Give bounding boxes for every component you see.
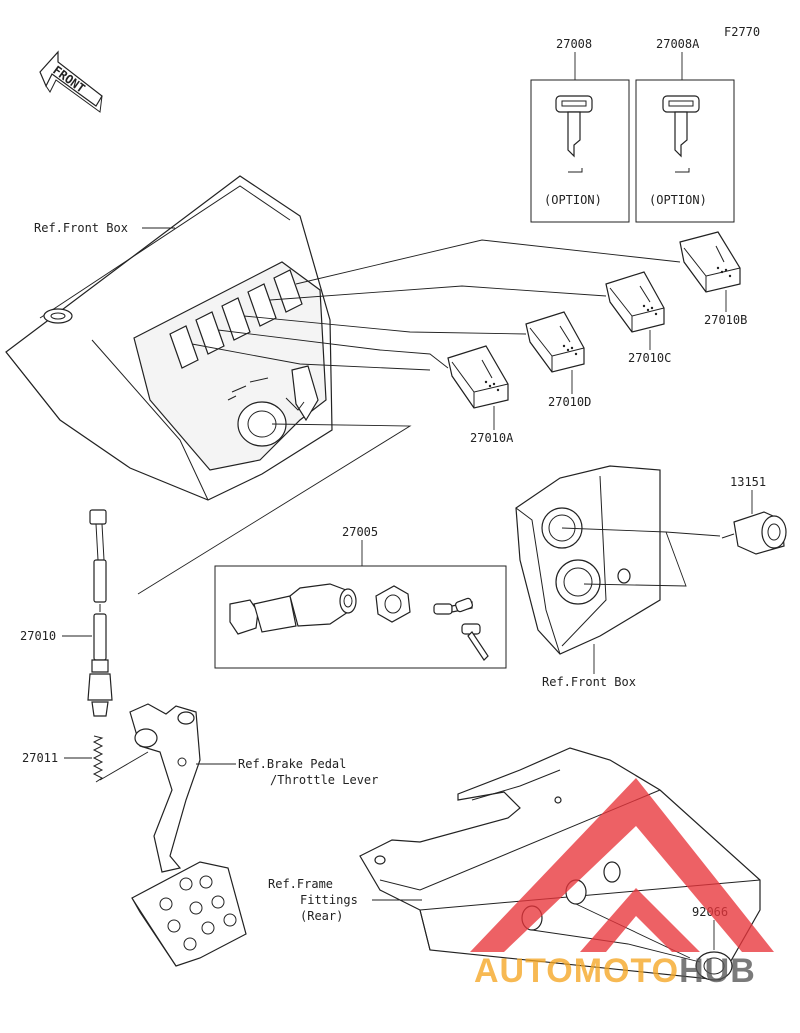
front-box-panel <box>5 175 333 501</box>
ref-frame-line1: Ref.Frame <box>268 877 333 891</box>
option-label-27008: (OPTION) <box>544 193 602 207</box>
watermark-hub: HUB <box>679 952 756 990</box>
part-label-27010D: 27010D <box>548 395 591 409</box>
ref-frame-line3: (Rear) <box>300 909 343 923</box>
rocker-switch-27010B <box>679 231 741 293</box>
rocker-switch-27010C <box>605 271 665 333</box>
option-label-27008A: (OPTION) <box>649 193 707 207</box>
automotohub-watermark: AUTOMOTOHUB <box>470 778 774 990</box>
part-label-27010B: 27010B <box>704 313 747 327</box>
part-label-27008: 27008 <box>556 37 592 51</box>
key-option-27008A: 27008A (OPTION) <box>635 37 735 223</box>
part-label-13151: 13151 <box>730 475 766 489</box>
key-option-27008: 27008 (OPTION) <box>530 37 630 223</box>
part-label-27011: 27011 <box>22 751 58 765</box>
spring-27011 <box>92 735 104 783</box>
rocker-switch-27010D <box>525 311 585 373</box>
power-socket-13151 <box>721 511 787 555</box>
brake-pedal <box>129 703 247 967</box>
part-label-27010A: 27010A <box>470 431 514 445</box>
ignition-switch-kit <box>214 565 507 669</box>
ref-front-box-top: Ref.Front Box <box>34 221 128 235</box>
plug-92066 <box>695 951 733 981</box>
svg-text:AUTOMOTOHUB: AUTOMOTOHUB <box>474 952 756 990</box>
part-label-27010C: 27010C <box>628 351 671 365</box>
ref-frame-line2: Fittings <box>300 893 358 907</box>
watermark-auto: AUTO <box>474 952 574 990</box>
front-arrow-icon: FRONT <box>39 50 103 113</box>
rocker-switch-27010A <box>447 345 509 409</box>
part-label-27008A: 27008A <box>656 37 700 51</box>
part-label-27010: 27010 <box>20 629 56 643</box>
brake-switch-27010 <box>87 509 113 717</box>
watermark-moto: MOTO <box>574 952 679 990</box>
figure-code: F2770 <box>724 25 760 39</box>
front-box-right-panel <box>515 465 661 655</box>
ref-brake-pedal-line1: Ref.Brake Pedal <box>238 757 346 771</box>
switch-leader-lines <box>137 239 681 595</box>
ref-brake-pedal-line2: /Throttle Lever <box>270 773 378 787</box>
watermark-triangle-logo <box>470 778 774 952</box>
ref-front-box-right: Ref.Front Box <box>542 675 636 689</box>
part-label-27005: 27005 <box>342 525 378 539</box>
